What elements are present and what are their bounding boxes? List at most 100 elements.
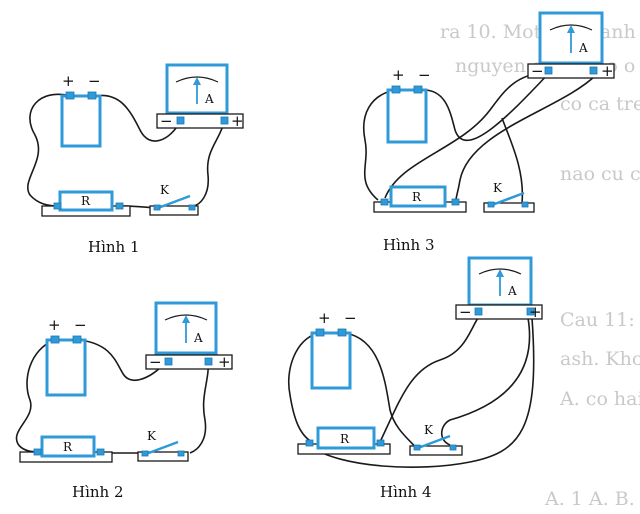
battery-terminal — [87, 91, 97, 100]
switch-terminal — [521, 201, 529, 208]
switch-terminal — [487, 201, 495, 208]
wire — [419, 71, 551, 142]
battery-minus-sign: − — [88, 72, 101, 90]
battery-terminal — [65, 91, 75, 100]
switch-base — [149, 205, 199, 216]
resistor — [58, 190, 114, 212]
ammeter-terminal — [164, 357, 173, 366]
switch-terminal — [188, 204, 196, 211]
wire — [15, 339, 55, 453]
needle-arrow-icon — [496, 269, 504, 277]
background-text: ra 10. Mot vong anh sang toan sao nguyen… — [440, 21, 640, 510]
ammeter-plus-sign: + — [529, 303, 542, 321]
resistor — [40, 435, 96, 458]
ammeter-minus-sign: − — [160, 112, 173, 130]
figure-caption: Hình 1 — [88, 238, 140, 256]
ammeter-label: A — [193, 331, 203, 345]
battery-terminal — [72, 335, 82, 344]
wire — [384, 71, 547, 199]
battery-plus-sign: + — [318, 309, 331, 327]
ammeter-plus-sign: + — [601, 62, 614, 80]
wire — [501, 117, 524, 204]
ammeter — [154, 301, 218, 355]
battery-plus-sign: + — [48, 316, 61, 334]
needle-arrow-icon — [182, 315, 190, 323]
wire — [192, 121, 225, 207]
bg-line-4: nao cu canh? — [560, 163, 640, 185]
wire — [27, 93, 71, 207]
needle-arrow-icon — [567, 25, 575, 33]
ammeter-plus-sign: + — [231, 112, 244, 130]
resistor-terminal — [53, 202, 62, 210]
switch-lever — [145, 440, 179, 456]
battery — [310, 331, 352, 390]
ammeter-terminal — [526, 307, 535, 316]
resistor-label: R — [81, 194, 91, 208]
battery-terminal — [50, 335, 60, 344]
ammeter-label: A — [204, 92, 214, 106]
wire — [287, 332, 319, 443]
switch-label: K — [147, 429, 157, 443]
ammeter-terminal — [544, 66, 553, 75]
ammeter-minus-sign: − — [459, 303, 472, 321]
resistor — [389, 185, 447, 208]
battery-terminal — [315, 328, 325, 337]
wire — [440, 317, 531, 446]
figure-1: + − A − + R K Hình 1 — [27, 63, 244, 256]
figure-2: + − A − + R K Hình 2 — [15, 301, 233, 501]
switch-label: K — [160, 183, 170, 197]
wire — [94, 94, 181, 142]
switch-base — [483, 202, 535, 213]
wire — [379, 317, 479, 443]
switch-lever — [491, 191, 525, 207]
resistor-terminal — [33, 448, 42, 456]
resistor-label: R — [63, 440, 73, 454]
switch-lever — [157, 194, 191, 210]
resistor-label: R — [412, 190, 422, 204]
bg-line-5: Cau 11: Cham cat nguon G — [560, 309, 640, 331]
wire — [189, 359, 210, 454]
resistor-terminal — [96, 448, 105, 456]
wire — [345, 332, 421, 453]
ammeter-label: A — [578, 41, 588, 55]
wire — [309, 317, 535, 468]
wire — [363, 89, 396, 201]
figure-4: + − A − + R K Hình 4 — [287, 256, 543, 501]
ammeter-terminal — [589, 66, 598, 75]
battery-plus-sign: + — [62, 72, 75, 90]
resistor-terminal — [451, 198, 460, 206]
ammeter-minus-sign: − — [149, 353, 162, 371]
switch-base — [137, 451, 189, 462]
ammeter-terminal — [204, 357, 213, 366]
switch-terminal — [449, 444, 457, 451]
figure-caption: Hình 4 — [380, 483, 432, 501]
switch-label: K — [493, 181, 503, 195]
battery-terminal — [337, 328, 347, 337]
wire — [79, 339, 164, 382]
figure-caption: Hình 2 — [72, 483, 124, 501]
needle-arrow-icon — [193, 77, 201, 85]
battery-minus-sign: − — [74, 316, 87, 334]
resistor-terminal — [380, 198, 389, 206]
figure-caption: Hình 3 — [383, 236, 435, 254]
resistor-terminal — [376, 439, 385, 447]
switch-base — [409, 445, 463, 456]
bg-line-8: A. 1 A. B. 8, Bam. — [544, 488, 640, 510]
wire — [455, 74, 597, 201]
battery-terminal — [413, 85, 423, 94]
figure-3: + − A − + R K Hình 3 — [363, 11, 615, 254]
bg-line-6: ash. Khong cat hai tu, nam tinh — [560, 348, 640, 370]
battery-plus-sign: + — [392, 66, 405, 84]
ammeter-terminal — [176, 116, 185, 125]
ammeter-label: A — [507, 284, 517, 298]
battery-terminal — [391, 85, 401, 94]
switch-terminal — [413, 444, 421, 451]
battery — [45, 338, 87, 397]
switch-terminal — [177, 450, 185, 457]
switch-terminal — [153, 204, 161, 211]
battery-minus-sign: − — [344, 309, 357, 327]
switch-lever — [417, 434, 451, 450]
